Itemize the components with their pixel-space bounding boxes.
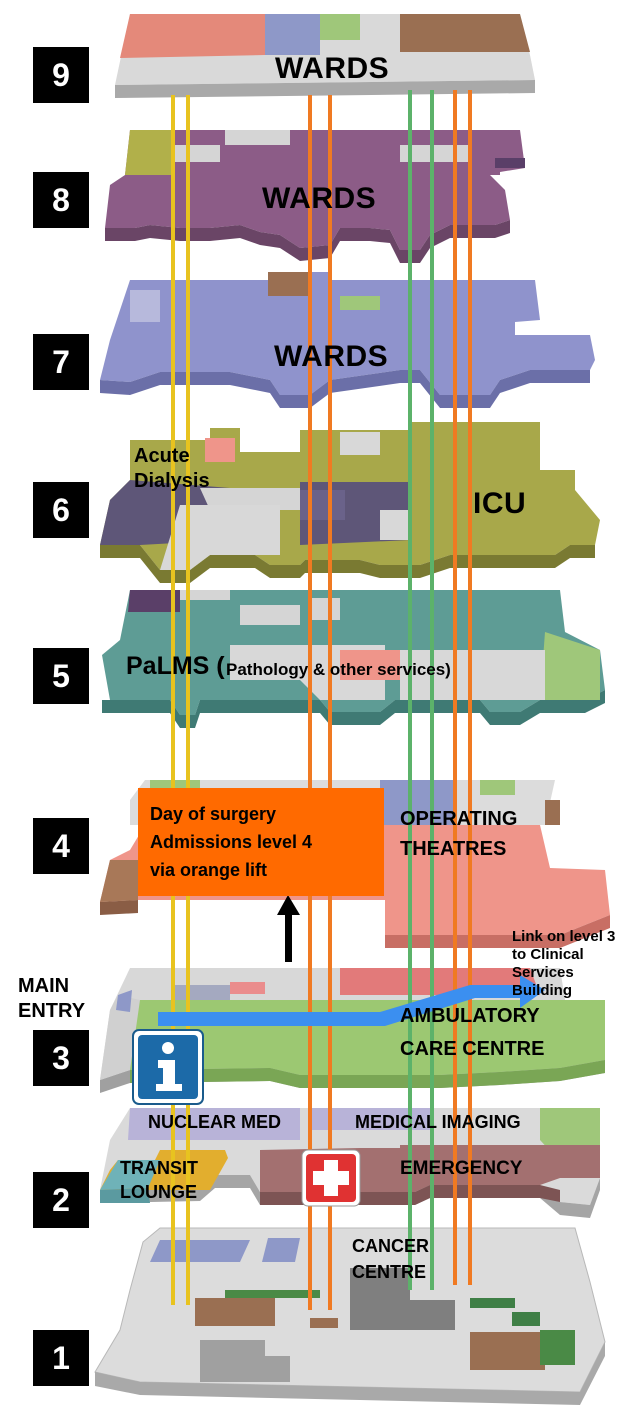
theatres-label: THEATRES: [400, 838, 507, 860]
dialysis-label: Dialysis: [134, 470, 210, 492]
transit-label: TRANSIT: [120, 1158, 198, 1178]
link-arrow: [158, 975, 545, 1026]
level-1-floor: [94, 1227, 606, 1405]
medical-imaging-label: MEDICAL IMAGING: [355, 1112, 521, 1132]
link-label-line-3: Services: [512, 964, 574, 981]
nuclear-med-label: NUCLEAR MED: [148, 1112, 281, 1132]
icu-label: ICU: [473, 487, 527, 520]
main-label: MAIN: [18, 975, 70, 997]
level-badge-9: 9: [33, 47, 89, 103]
cancer-label: CANCER: [352, 1236, 430, 1256]
level-badge-8: 8: [33, 172, 89, 228]
callout-line-3: via orange lift: [150, 860, 268, 880]
level-8-wards-label: WARDS: [262, 182, 377, 215]
level-badge-5: 5: [33, 648, 89, 704]
acute-label: Acute: [134, 445, 190, 467]
callout-line-2: Admissions level 4: [150, 832, 313, 852]
up-arrow: [277, 895, 300, 962]
level-badge-2: 2: [33, 1172, 89, 1228]
operating-label: OPERATING: [400, 808, 518, 830]
emergency-label: EMERGENCY: [400, 1158, 523, 1179]
palms-label: PaLMS (: [126, 652, 225, 680]
link-label-line-4: Building: [512, 982, 572, 999]
palms-sub-label: Pathology & other services): [226, 660, 451, 679]
level-badge-4: 4: [33, 818, 89, 874]
care-centre-label: CARE CENTRE: [400, 1038, 545, 1060]
orange-lift-shafts: [308, 95, 332, 1310]
link-label-line-2: to Clinical: [512, 946, 584, 963]
level-badge-6: 6: [33, 482, 89, 538]
ambulatory-label: AMBULATORY: [400, 1005, 540, 1027]
mixed-lift-shafts: [453, 90, 472, 1285]
callout-line-1: Day of surgery: [150, 804, 277, 824]
green-lift-shafts: [408, 90, 434, 1290]
level-9-wards-label: WARDS: [275, 52, 390, 85]
level-5-floor: [102, 590, 605, 728]
level-badge-3: 3: [33, 1030, 89, 1086]
lounge-label: LOUNGE: [120, 1182, 198, 1202]
link-label-line-1: Link on level 3: [512, 928, 616, 945]
level-badge-1: 1: [33, 1330, 89, 1386]
information-sign-icon: [132, 1029, 204, 1105]
level-badge-7: 7: [33, 334, 89, 390]
entry-label: ENTRY: [18, 1000, 86, 1022]
red-cross-icon: [301, 1149, 361, 1207]
centre-label: CENTRE: [352, 1262, 427, 1282]
level-7-wards-label: WARDS: [274, 340, 389, 373]
day-surgery-callout: Day of surgery Admissions level 4 via or…: [138, 788, 384, 896]
